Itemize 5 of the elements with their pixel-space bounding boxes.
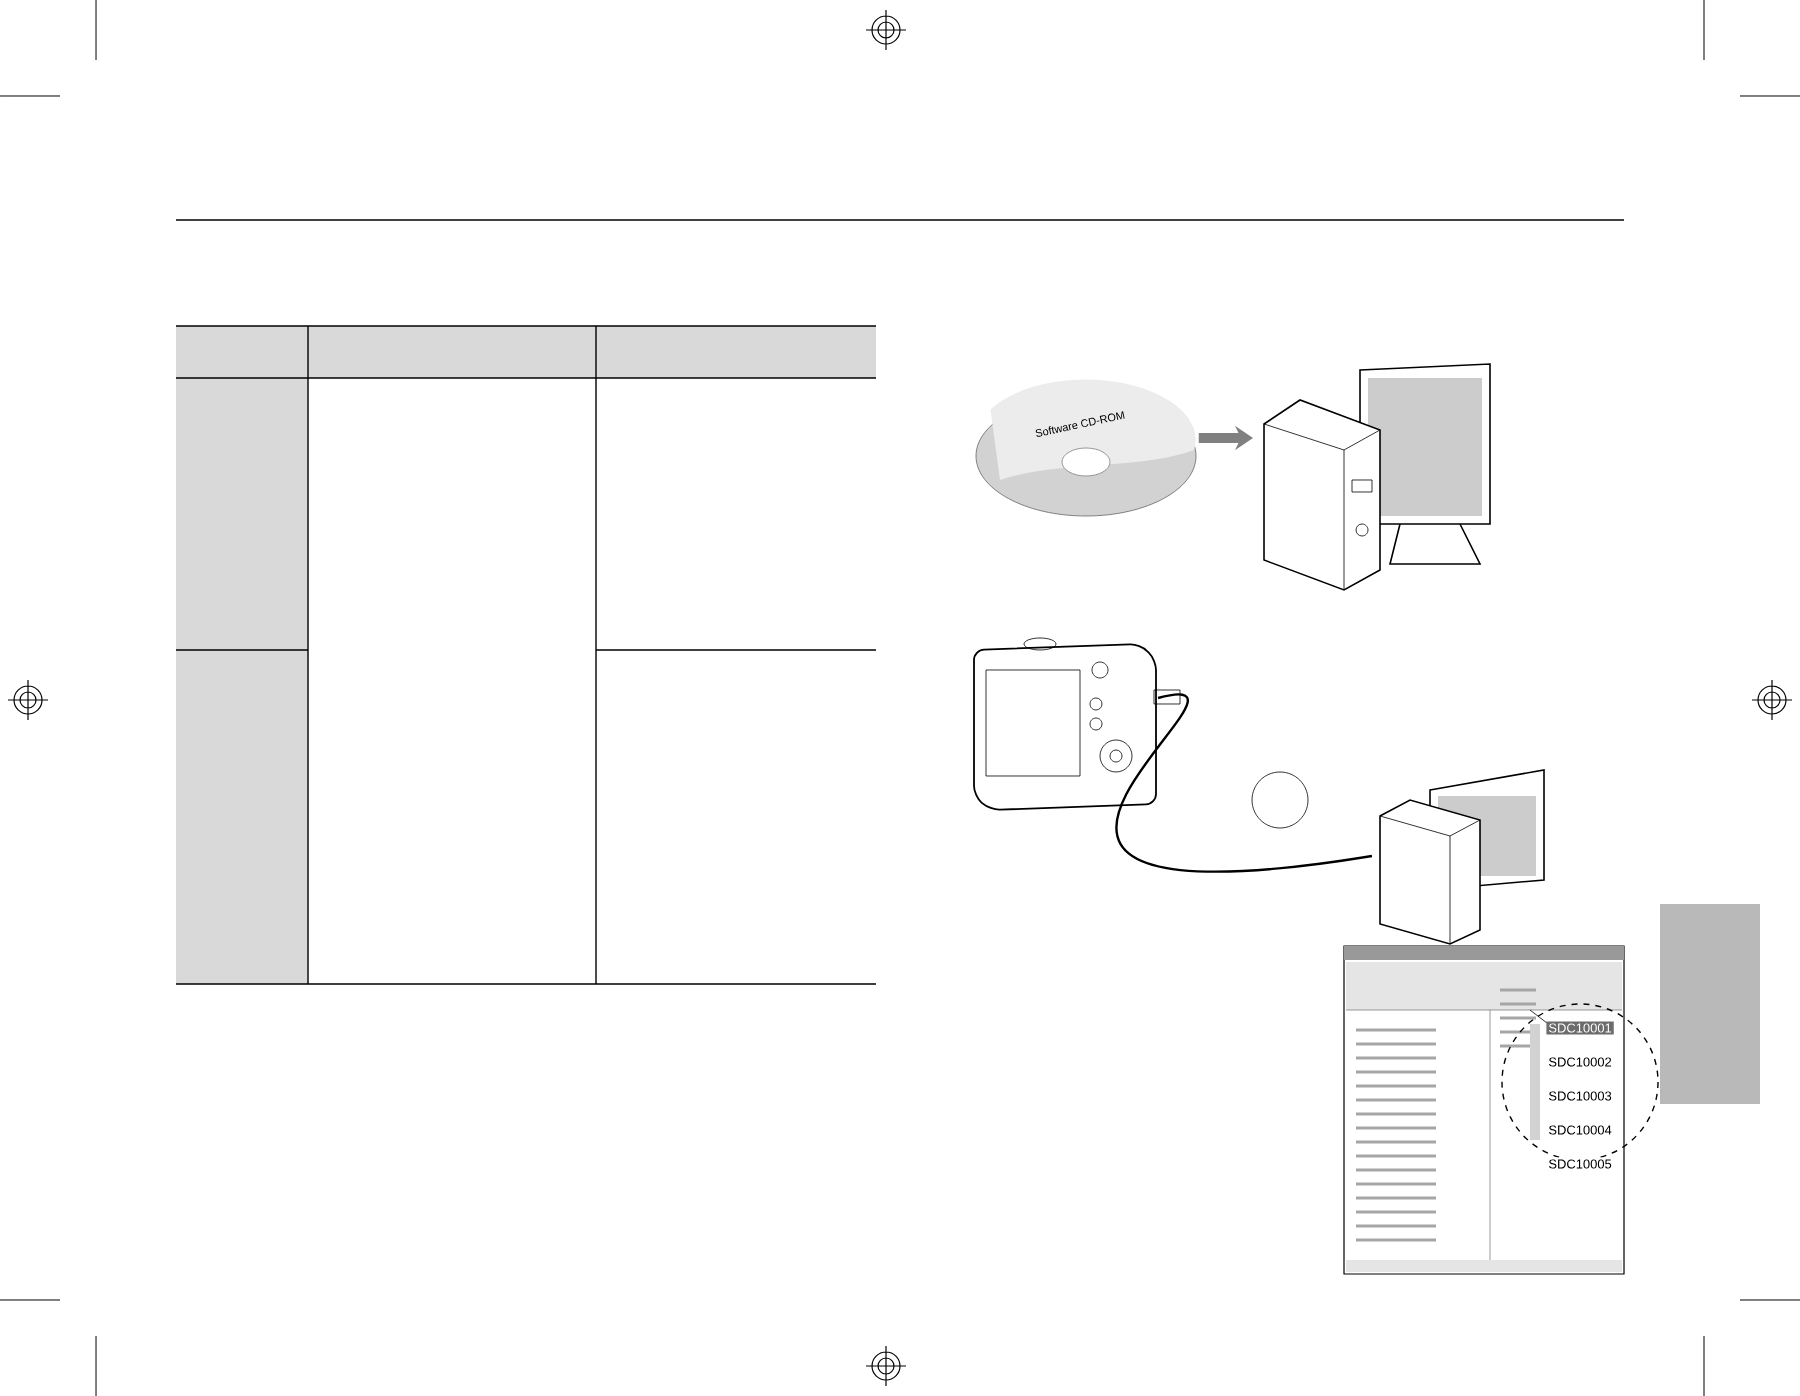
camera-drawing [973,637,1181,811]
section-tab [1660,904,1760,1104]
computer-drawing [1251,769,1545,945]
computer-drawing [1263,363,1491,591]
cable [1115,693,1373,872]
